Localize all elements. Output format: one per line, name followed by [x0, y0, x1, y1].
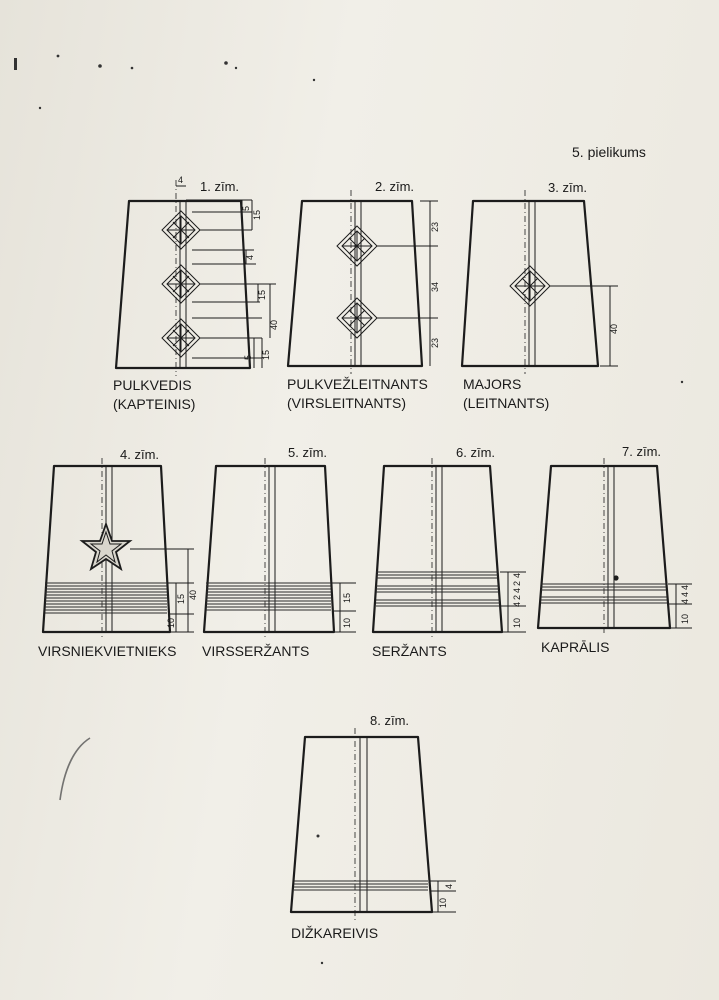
figure-4-number: 4. zīm.: [120, 447, 159, 462]
figure-1-dimension-lines: [176, 185, 276, 368]
figure-7-dim: 4: [680, 599, 690, 604]
figure-1-number: 1. zīm.: [200, 179, 239, 194]
figure-6-dim: 4: [512, 573, 522, 578]
figure-7-dim: 4: [680, 585, 690, 590]
scan-smudge: [59, 737, 91, 801]
figure-7: 7. zīm. 4 4 4 10: [536, 444, 692, 655]
figure-4-five-point-star: [79, 521, 133, 572]
figure-7-narrow-stripes: [541, 583, 667, 604]
figure-2-dim: 23: [430, 338, 440, 348]
figure-5-dim: 15: [342, 593, 352, 603]
figure-1-shoulder-board: [114, 199, 252, 370]
figure-6-shoulder-board: [371, 464, 504, 634]
figure-7-dim: 10: [680, 614, 690, 624]
figure-2-dim: 34: [430, 282, 440, 292]
figure-6-narrow-stripes: [376, 571, 500, 607]
figure-4: 4. zīm.: [38, 447, 198, 659]
figure-6-number: 6. zīm.: [456, 445, 495, 460]
figure-1-dim: 15: [252, 210, 262, 220]
figure-8-dimension-lines: [430, 880, 456, 913]
figure-8-dim: 10: [438, 898, 448, 908]
figure-4-dim: 15: [176, 594, 186, 604]
figure-1-dim: 40: [269, 320, 279, 330]
figure-3-number: 3. zīm.: [548, 180, 587, 195]
figure-6-dim: 4: [512, 602, 522, 607]
figure-1-dim: 5: [241, 206, 251, 211]
figure-5-rank-label: VIRSSERŽANTS: [202, 643, 309, 659]
figure-5-number: 5. zīm.: [288, 445, 327, 460]
figure-5: 5. zīm. 15: [202, 445, 356, 659]
figure-6-dim: 2: [512, 595, 522, 600]
figure-1-alt-rank-label: (KAPTEINIS): [113, 396, 195, 412]
figure-2-rank-label: PULKVEŽLEITNANTS: [287, 376, 428, 392]
figure-6-dim: 10: [512, 618, 522, 628]
figure-2-dimension-lines: [377, 200, 438, 366]
figure-8-narrow-stripe: [294, 880, 428, 891]
figure-2-alt-rank-label: (VIRSLEITNANTS): [287, 395, 406, 411]
figure-1-rhombus-star: [161, 318, 201, 358]
figure-5-wide-stripe: [206, 582, 331, 611]
figure-3: 3. zīm. 40 MAJORS (LEITNANTS): [460, 180, 619, 411]
figure-4-dimension-lines: [130, 548, 194, 633]
figure-1-rhombus-star: [161, 264, 201, 304]
figure-7-dimension-lines: [668, 583, 692, 629]
figure-8: 8. zīm. 4 10 DIŽKAREIVIS: [289, 713, 456, 941]
figure-6-dimension-lines: [500, 571, 526, 633]
figure-2-dim: 23: [430, 222, 440, 232]
figure-1-dim: 5: [243, 355, 253, 360]
figure-2-rhombus-star: [336, 225, 378, 267]
figure-1: 1. zīm.: [113, 175, 279, 412]
figure-3-rank-label: MAJORS: [463, 376, 521, 392]
scan-specks: [14, 54, 684, 965]
figure-8-number: 8. zīm.: [370, 713, 409, 728]
figure-3-shoulder-board: [460, 199, 600, 368]
figure-7-rank-label: KAPRĀLIS: [541, 639, 609, 655]
figure-6-dim: 4: [512, 588, 522, 593]
figure-4-dim: 10: [166, 618, 176, 628]
figure-2-number: 2. zīm.: [375, 179, 414, 194]
figure-3-dim: 40: [609, 324, 619, 334]
figure-5-dim: 10: [342, 618, 352, 628]
figure-1-dim: 15: [261, 350, 271, 360]
figure-1-dim: 4: [245, 255, 255, 260]
figure-6-rank-label: SERŽANTS: [372, 643, 447, 659]
figure-4-wide-stripe: [45, 582, 167, 614]
figure-1-rhombus-star: [161, 210, 201, 250]
figure-1-dim: 15: [257, 290, 267, 300]
figure-3-rhombus-star: [509, 265, 551, 307]
figure-7-number: 7. zīm.: [622, 444, 661, 459]
figure-3-dimension-lines: [550, 285, 618, 367]
figure-2: 2. zīm. 23 34 23: [286, 179, 440, 411]
figure-6: 6. zīm. 4 2: [371, 445, 526, 659]
figure-8-shoulder-board: [289, 735, 434, 914]
figure-1-dim: 4: [178, 175, 183, 185]
figure-3-alt-rank-label: (LEITNANTS): [463, 395, 549, 411]
figure-4-rank-label: VIRSNIEKVIETNIEKS: [38, 643, 176, 659]
figure-6-dim: 2: [512, 581, 522, 586]
appendix-label: 5. pielikums: [572, 144, 646, 160]
figure-8-rank-label: DIŽKAREIVIS: [291, 925, 378, 941]
figure-2-shoulder-board: [286, 199, 424, 368]
figure-7-dim: 4: [680, 592, 690, 597]
figure-1-rank-label: PULKVEDIS: [113, 377, 192, 393]
figure-2-rhombus-star: [336, 297, 378, 339]
figure-4-dim: 40: [188, 590, 198, 600]
figure-5-dimension-lines: [332, 582, 356, 633]
figure-8-dim: 4: [444, 884, 454, 889]
figure-7-button-dot: [613, 575, 619, 581]
